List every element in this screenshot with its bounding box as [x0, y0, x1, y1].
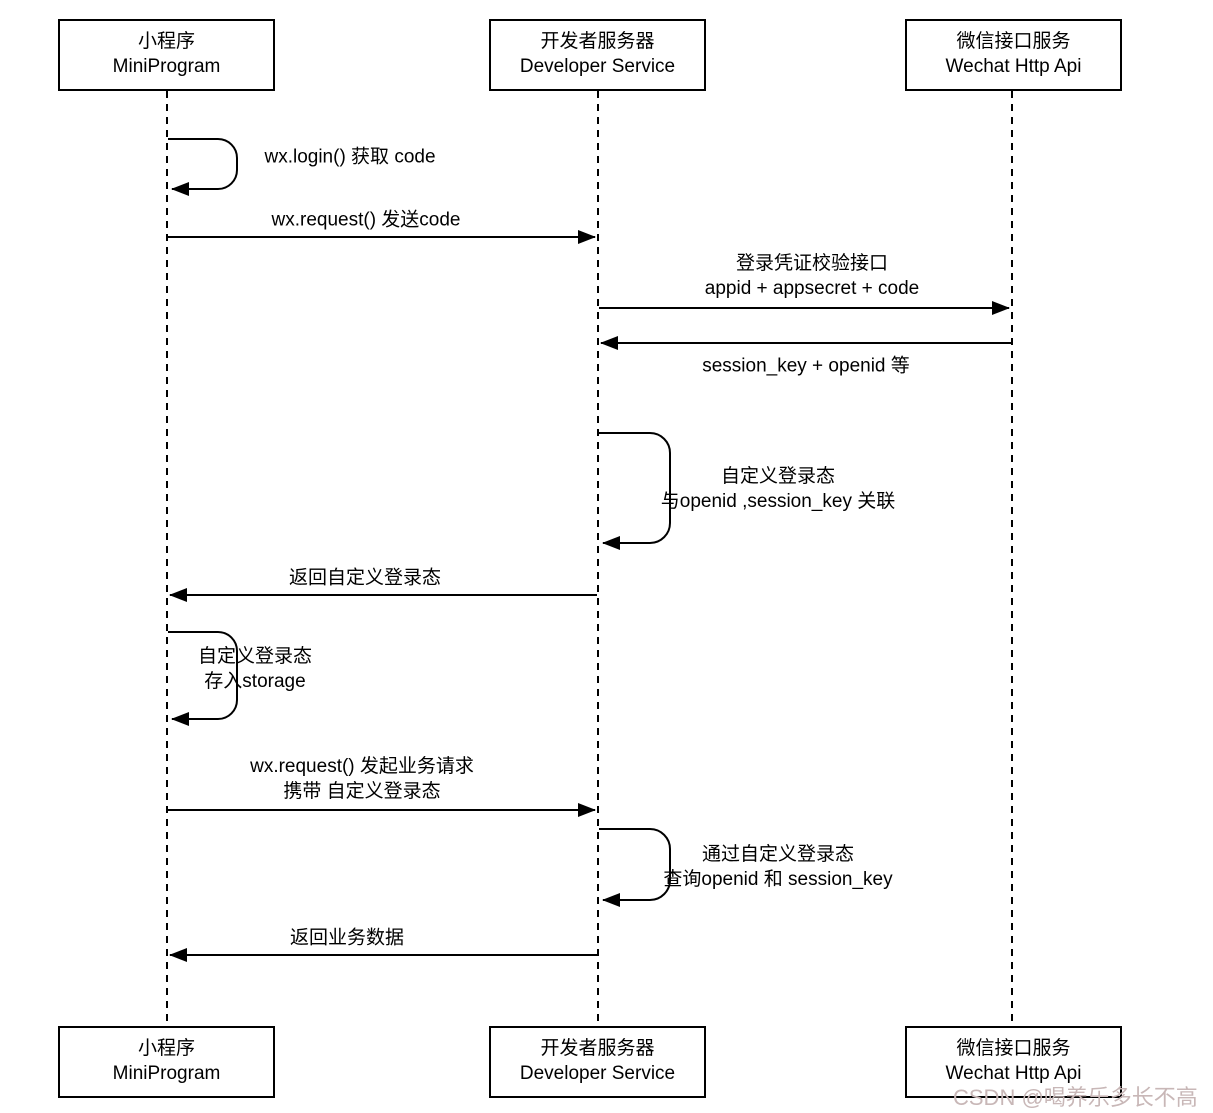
participant-box-top-wechat-http-api: 微信接口服务 Wechat Http Api — [905, 19, 1122, 91]
participant-label-en: Developer Service — [519, 56, 676, 77]
message-label-return-business-data: 返回业务数据 — [289, 927, 405, 949]
message-label-query-openid-session-key: 通过自定义登录态 查询openid 和 session_key — [663, 843, 893, 890]
message-label-store-storage: 自定义登录态 存入storage — [197, 645, 313, 692]
csdn-watermark: CSDN @喝养乐多长不高 — [953, 1085, 1198, 1110]
participant-label-zh: 微信接口服务 — [956, 31, 1071, 53]
participant-label-en: Wechat Http Api — [945, 56, 1082, 77]
participant-box-top-developer-service: 开发者服务器 Developer Service — [489, 19, 706, 91]
message-label-return-custom-login-state: 返回自定义登录态 — [288, 567, 442, 589]
participant-label-zh: 微信接口服务 — [956, 1038, 1071, 1060]
participant-label-zh: 开发者服务器 — [540, 1038, 655, 1060]
participant-label-en: Developer Service — [519, 1063, 676, 1084]
participant-box-bottom-developer-service: 开发者服务器 Developer Service — [489, 1026, 706, 1098]
participant-box-top-miniprogram: 小程序 MiniProgram — [58, 19, 275, 91]
message-label-session-key-openid: session_key + openid 等 — [702, 355, 910, 377]
participant-box-bottom-wechat-http-api: 微信接口服务 Wechat Http Api — [905, 1026, 1122, 1098]
self-loop-store-storage — [168, 631, 238, 726]
participant-label-zh: 小程序 — [137, 1038, 195, 1060]
self-loop-custom-login-state — [599, 432, 671, 550]
message-label-wx-login: wx.login() 获取 code — [264, 146, 436, 168]
message-label-custom-login-state: 自定义登录态 与openid ,session_key 关联 — [660, 465, 896, 512]
participant-label-zh: 小程序 — [137, 31, 195, 53]
self-loop-query-openid-session-key — [599, 828, 671, 907]
self-loop-wx-login — [168, 138, 238, 196]
message-label-login-credential-check: 登录凭证校验接口 appid + appsecret + code — [704, 252, 920, 299]
participant-label-zh: 开发者服务器 — [540, 31, 655, 53]
participant-box-bottom-miniprogram: 小程序 MiniProgram — [58, 1026, 275, 1098]
participant-label-en: MiniProgram — [112, 1063, 221, 1084]
message-label-wx-request-send-code: wx.request() 发送code — [271, 209, 461, 231]
participant-label-en: MiniProgram — [112, 56, 221, 77]
participant-label-en: Wechat Http Api — [945, 1063, 1082, 1084]
message-label-business-request: wx.request() 发起业务请求 携带 自定义登录态 — [250, 755, 474, 802]
